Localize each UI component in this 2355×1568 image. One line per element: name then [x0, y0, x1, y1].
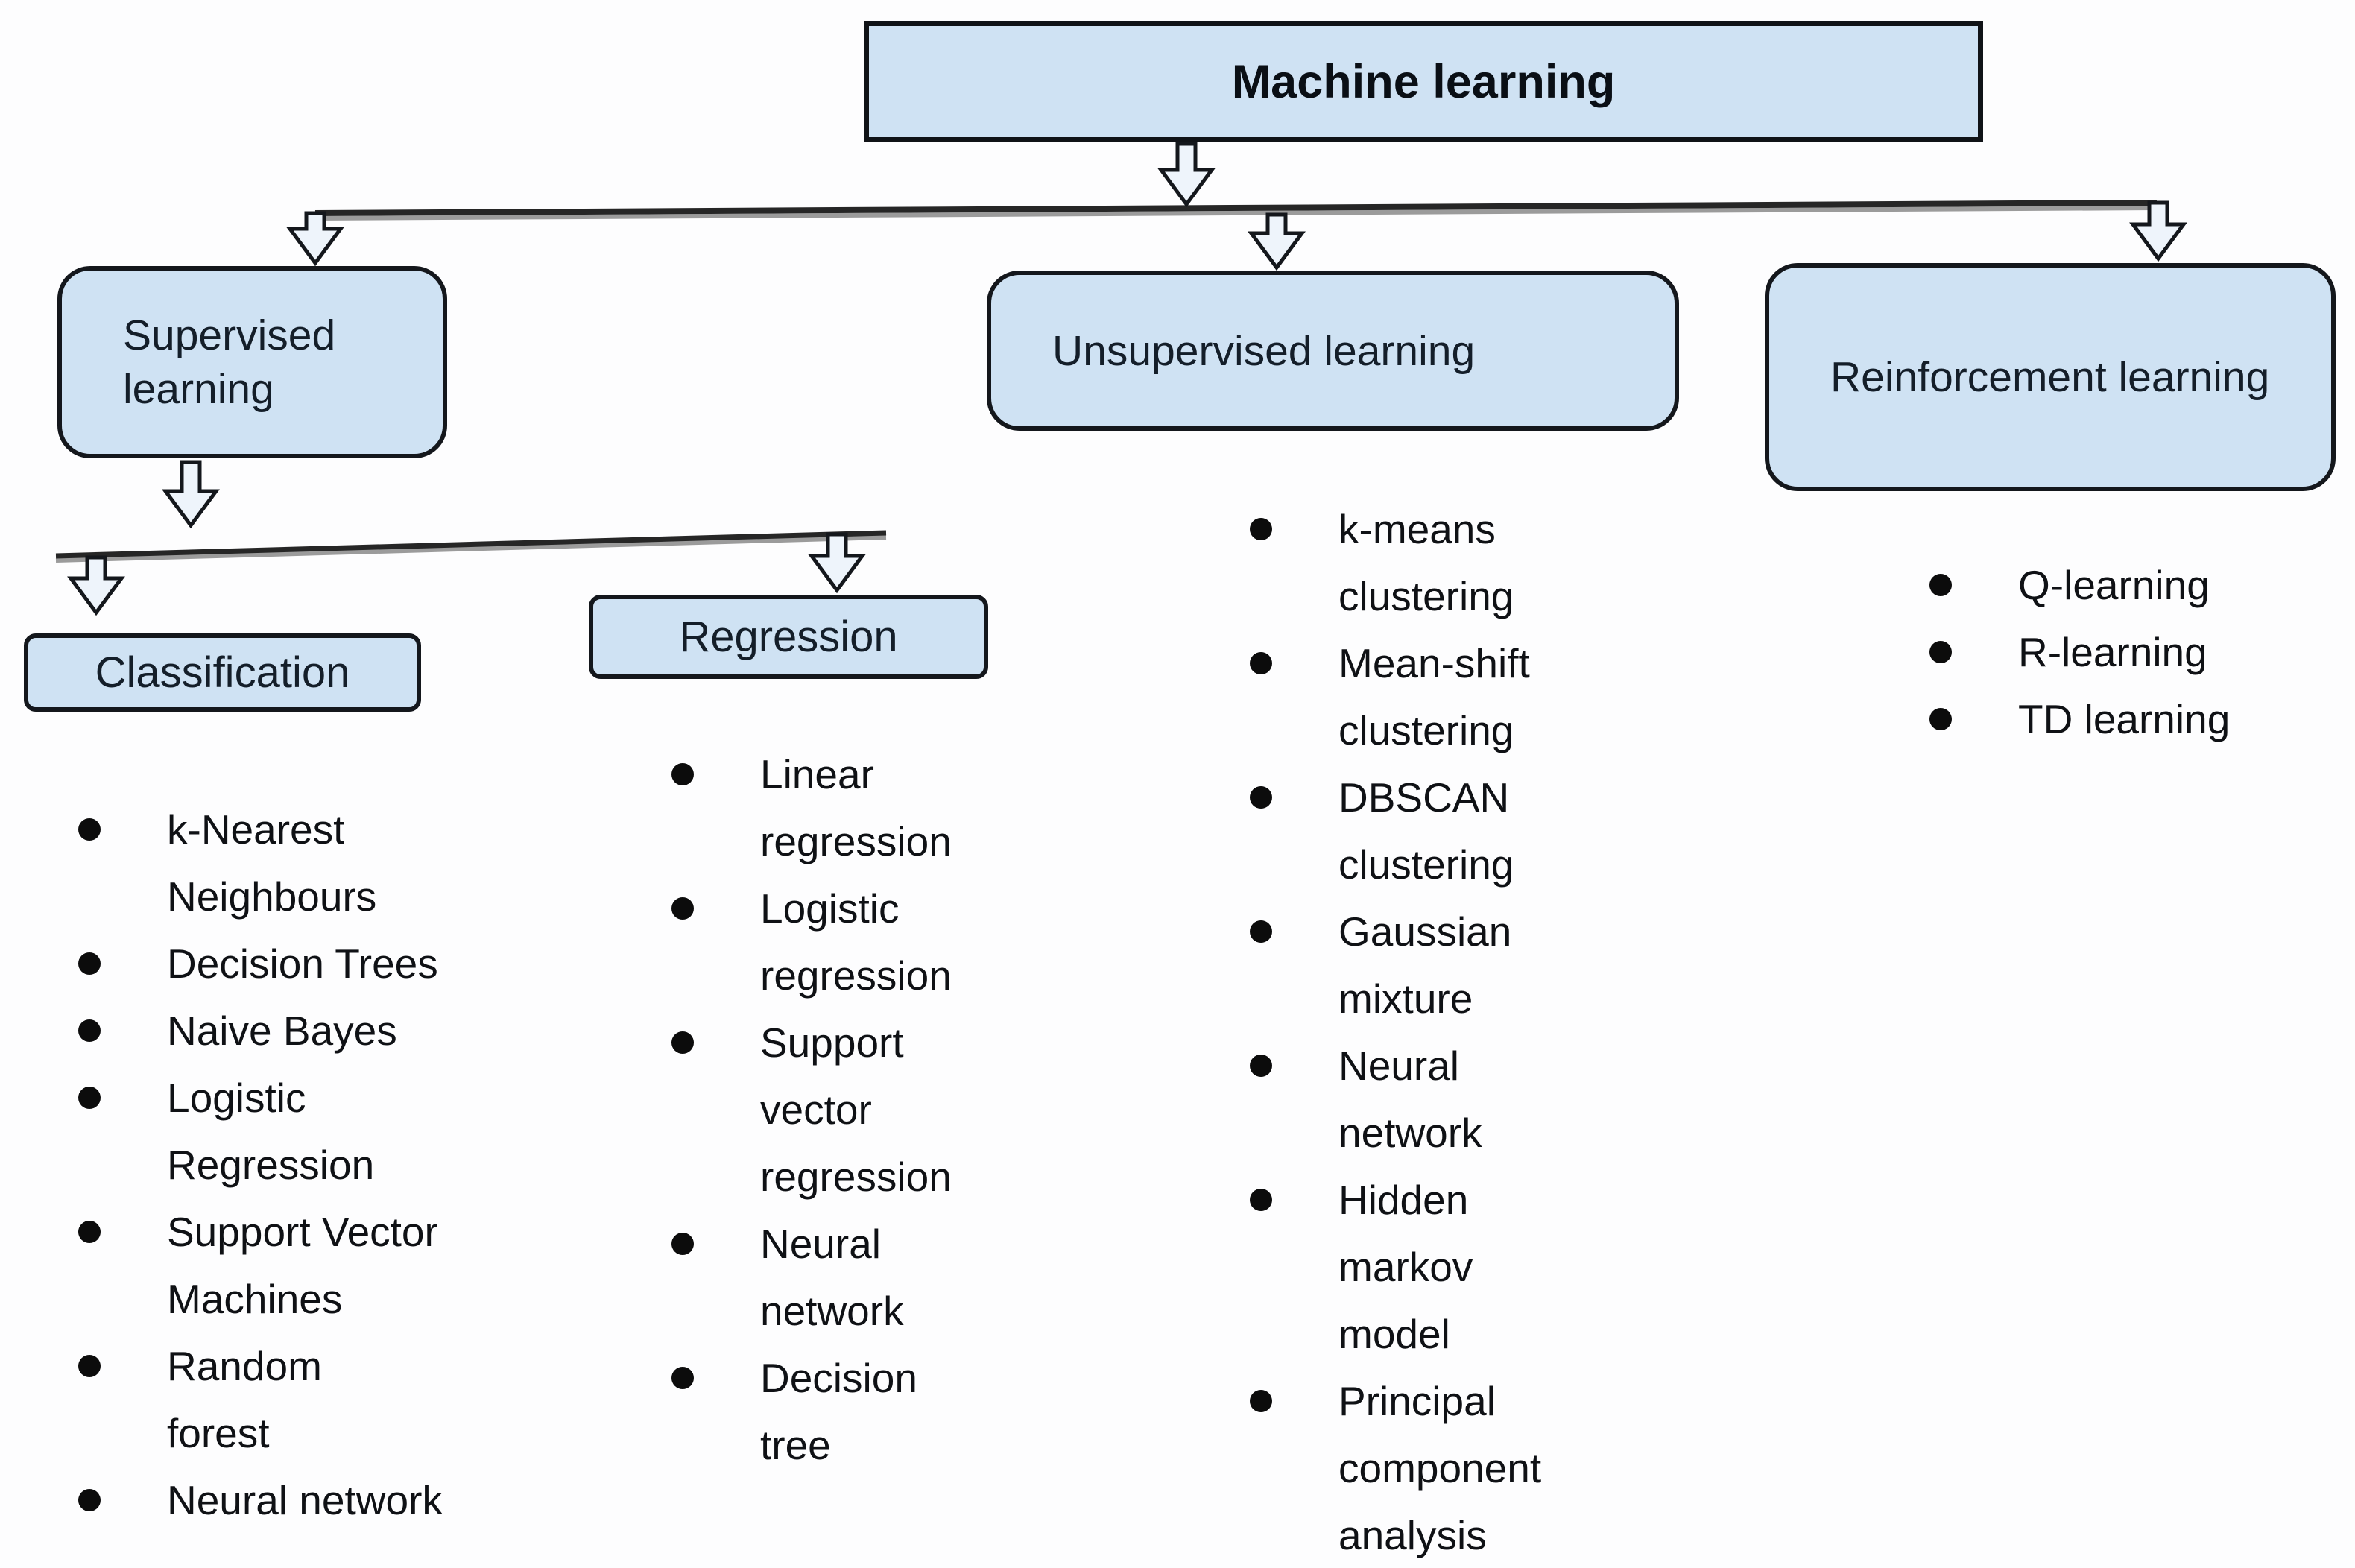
node-machine-learning: Machine learning — [864, 21, 1983, 142]
down-arrow-icon-supervised — [286, 211, 344, 267]
bullet-icon — [671, 763, 694, 785]
list-item-label: Naive Bayes — [167, 1008, 397, 1054]
node-regression: Regression — [589, 595, 988, 679]
list-item-label: DBSCAN clustering — [1338, 774, 1514, 888]
list-item-label: Hidden markov model — [1338, 1177, 1473, 1357]
down-arrow-icon-title — [1157, 142, 1216, 208]
node-regression-label: Regression — [679, 612, 898, 661]
list-item: Neural network — [1250, 1032, 1541, 1166]
bullet-icon — [78, 818, 101, 841]
bullet-icon — [1250, 786, 1272, 809]
down-arrow-icon-unsupervised — [1248, 212, 1306, 271]
down-arrow-icon-regression — [808, 532, 866, 594]
connector-line-ghost — [314, 206, 2158, 221]
node-supervised-learning: Supervised learning — [57, 266, 447, 458]
down-arrow-icon-classification — [67, 555, 125, 616]
bullet-icon — [78, 1087, 101, 1109]
list-item-label: k-Nearest Neighbours — [167, 806, 377, 920]
connector-line-level2 — [55, 530, 887, 559]
list-item-label: Gaussian mixture — [1338, 908, 1512, 1022]
bullet-icon — [78, 952, 101, 975]
node-supervised-learning-label: Supervised learning — [123, 312, 336, 413]
list-item-label: R-learning — [2018, 629, 2207, 675]
bullet-icon — [78, 1489, 101, 1511]
bullet-icon — [1250, 1390, 1272, 1412]
bullet-icon — [78, 1019, 101, 1042]
node-classification: Classification — [24, 633, 421, 712]
bullet-icon — [671, 1367, 694, 1389]
list-item-label: Decision tree — [760, 1355, 917, 1468]
list-item: R-learning — [1929, 619, 2230, 686]
list-item: Neural network — [78, 1467, 443, 1534]
bullet-icon — [671, 1031, 694, 1054]
bullet-icon — [1250, 518, 1272, 540]
node-reinforcement-learning-label: Reinforcement learning — [1830, 353, 2270, 401]
bullet-icon — [1250, 652, 1272, 674]
list-item: Principal component analysis — [1250, 1368, 1541, 1568]
bullet-icon — [78, 1355, 101, 1377]
bullet-icon — [1929, 574, 1952, 596]
list-item-label: Linear regression — [760, 751, 952, 864]
bullet-icon — [1929, 641, 1952, 663]
connector-line-ghost — [55, 535, 887, 563]
list-item: Naive Bayes — [78, 997, 443, 1064]
list-item-label: Neural network — [1338, 1043, 1482, 1156]
list-item: Q-learning — [1929, 551, 2230, 619]
list-item-label: Support vector regression — [760, 1019, 952, 1200]
list-item-label: k-means clustering — [1338, 506, 1514, 619]
list-item-label: Logistic regression — [760, 885, 952, 999]
list-item: Decision Trees — [78, 930, 443, 997]
list-item: Linear regression — [671, 741, 952, 875]
bullet-icon — [671, 897, 694, 920]
node-unsupervised-learning-label: Unsupervised learning — [1052, 326, 1476, 375]
list-item-label: Q-learning — [2018, 562, 2210, 608]
list-item: Hidden markov model — [1250, 1166, 1541, 1368]
node-machine-learning-label: Machine learning — [1231, 55, 1616, 108]
node-classification-label: Classification — [95, 648, 350, 697]
down-arrow-icon-supervised-split — [162, 460, 220, 529]
connector-line-level1 — [314, 200, 2158, 216]
list-item-label: Neural network — [167, 1477, 443, 1523]
list-item: Decision tree — [671, 1344, 952, 1479]
list-item: Support vector regression — [671, 1009, 952, 1210]
list-item: k-Nearest Neighbours — [78, 796, 443, 930]
bullet-icon — [1929, 708, 1952, 730]
node-unsupervised-learning: Unsupervised learning — [987, 271, 1679, 431]
list-item-label: Random forest — [167, 1343, 322, 1456]
node-reinforcement-learning: Reinforcement learning — [1765, 263, 2336, 491]
list-item: Neural network — [671, 1210, 952, 1344]
list-item: Mean-shift clustering — [1250, 630, 1541, 764]
list-item-label: TD learning — [2018, 696, 2231, 742]
list-item-label: Mean-shift clustering — [1338, 640, 1530, 753]
down-arrow-icon-reinforcement — [2129, 200, 2187, 262]
bullet-icon — [78, 1221, 101, 1243]
list-item-label: Support Vector Machines — [167, 1209, 438, 1322]
bullet-icon — [671, 1233, 694, 1255]
list-item: TD learning — [1929, 686, 2230, 753]
list-item: DBSCAN clustering — [1250, 764, 1541, 898]
bullet-icon — [1250, 1189, 1272, 1211]
bullet-icon — [1250, 1055, 1272, 1077]
list-item: Logistic Regression — [78, 1064, 443, 1198]
list-item: k-means clustering — [1250, 496, 1541, 630]
list-item: Gaussian mixture — [1250, 898, 1541, 1032]
list-item: Support Vector Machines — [78, 1198, 443, 1333]
list-item-label: Logistic Regression — [167, 1075, 375, 1188]
list-item-label: Principal component analysis — [1338, 1378, 1542, 1558]
bullet-icon — [1250, 920, 1272, 943]
list-item-label: Decision Trees — [167, 941, 438, 987]
list-item: Random forest — [78, 1333, 443, 1467]
list-item-label: Neural network — [760, 1221, 904, 1334]
list-item: Logistic regression — [671, 875, 952, 1009]
